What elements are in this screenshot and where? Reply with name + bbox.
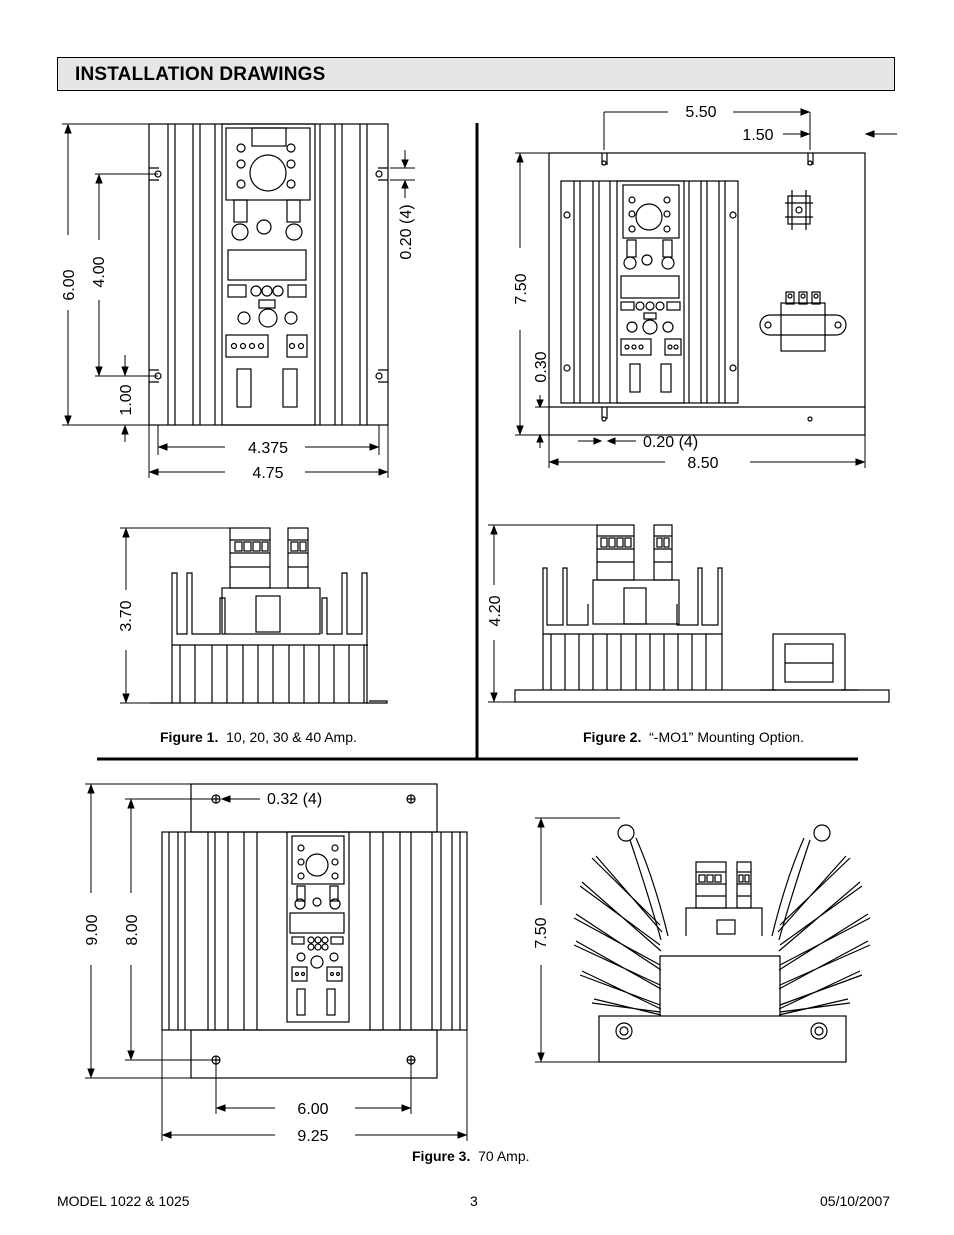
figure3-caption: Figure 3. 70 Amp. bbox=[412, 1148, 530, 1164]
figure2-caption: Figure 2. “-MO1” Mounting Option. bbox=[583, 729, 804, 745]
figure2-top-view bbox=[548, 152, 866, 436]
figure2-side-dimensions bbox=[488, 524, 597, 703]
figure2-caption-text: “-MO1” Mounting Option. bbox=[649, 729, 804, 745]
section-header: INSTALLATION DRAWINGS bbox=[57, 57, 895, 91]
figure1-dim-height-mount: 4.00 bbox=[91, 256, 108, 287]
figure2-dim-height: 7.50 bbox=[513, 273, 530, 304]
figure1-dim-height-total: 6.00 bbox=[61, 269, 78, 300]
figure2-dim-bottom: 0.30 bbox=[533, 351, 550, 382]
figure1-dimensions bbox=[62, 123, 415, 478]
footer-model: MODEL 1022 & 1025 bbox=[57, 1193, 190, 1209]
figure1-caption: Figure 1. 10, 20, 30 & 40 Amp. bbox=[160, 729, 357, 745]
figure2-dim-side-height: 4.20 bbox=[487, 595, 504, 626]
figure1-dim-slot: 0.20 (4) bbox=[398, 204, 415, 259]
figure2-caption-label: Figure 2. bbox=[583, 729, 642, 745]
figure1-caption-label: Figure 1. bbox=[160, 729, 219, 745]
figure1-dim-width-inner: 4.375 bbox=[248, 440, 288, 457]
figure3-top-view bbox=[161, 783, 468, 1079]
figure1-dim-side-height: 3.70 bbox=[118, 600, 135, 631]
figure3-dimensions bbox=[85, 783, 468, 1141]
figure2-dim-top-a: 5.50 bbox=[685, 104, 716, 121]
figure2-side-view bbox=[514, 524, 890, 703]
figure2-dim-top-b: 1.50 bbox=[742, 127, 773, 144]
figure3-dim-height-total: 9.00 bbox=[84, 914, 101, 945]
figure1-dim-width-outer: 4.75 bbox=[252, 465, 283, 482]
figure3-side-view bbox=[573, 824, 871, 1063]
figure1-caption-text: 10, 20, 30 & 40 Amp. bbox=[226, 729, 357, 745]
figure2-dim-slot: 0.20 (4) bbox=[643, 434, 698, 451]
figure3-caption-label: Figure 3. bbox=[412, 1148, 471, 1164]
figure3-dim-width-mount: 6.00 bbox=[297, 1101, 328, 1118]
figure3-dim-hole: 0.32 (4) bbox=[267, 791, 322, 808]
figure1-dim-bottom: 1.00 bbox=[118, 384, 135, 415]
figure2-dim-width: 8.50 bbox=[687, 455, 718, 472]
figure3-dim-height-mount: 8.00 bbox=[124, 914, 141, 945]
figure-separators bbox=[97, 123, 858, 761]
footer-date: 05/10/2007 bbox=[820, 1193, 891, 1209]
figure1-top-view bbox=[148, 123, 389, 426]
figure1-side-dimensions bbox=[120, 527, 230, 704]
figure1-side-view bbox=[150, 527, 388, 704]
figure3-dim-width-total: 9.25 bbox=[297, 1128, 328, 1145]
figure3-dim-side-height: 7.50 bbox=[533, 917, 550, 948]
figure2-dimensions bbox=[515, 108, 897, 468]
figure3-caption-text: 70 Amp. bbox=[478, 1148, 530, 1164]
section-title: INSTALLATION DRAWINGS bbox=[75, 64, 326, 85]
figure3-side-dimensions bbox=[535, 817, 620, 1063]
footer-page-number: 3 bbox=[470, 1193, 478, 1209]
